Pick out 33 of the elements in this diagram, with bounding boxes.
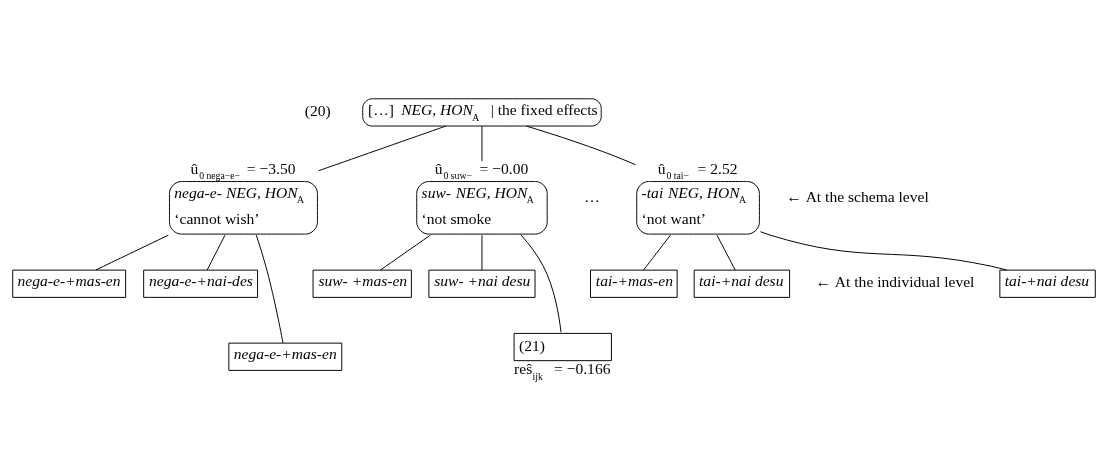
- connector: [716, 234, 736, 270]
- node-box: suw- NEG, HON$_{A}$ ‘not smoke: [416, 180, 548, 235]
- node-box: -tai NEG, HON$_{A}$ ‘not want’: [636, 180, 760, 235]
- label: ← At the individual level: [815, 272, 975, 290]
- connector: [206, 234, 226, 270]
- connector: [525, 125, 637, 165]
- connector: [643, 234, 671, 270]
- connector: [95, 234, 169, 270]
- node-box: suw- +nai desu: [428, 269, 536, 298]
- connector: [481, 234, 483, 270]
- connector: [520, 234, 562, 333]
- connector: [481, 125, 483, 162]
- node-label: û$_{0 tai−}$ = 2.52: [657, 159, 738, 181]
- node-box: […] NEG, HON$_{A}$ | the fixed effects: [362, 97, 602, 127]
- node-box: tai-+nai desu: [693, 269, 791, 298]
- node-box: (21): [513, 332, 612, 361]
- label: (20): [304, 101, 331, 119]
- node-label: reŝ$_{ijk}$ = −0.166: [514, 359, 611, 382]
- node-label: û$_{0 suw−}$ = −0.00: [434, 159, 529, 181]
- node-box: nega-e-+nai-des: [143, 269, 259, 298]
- node-box: suw- +mas-en: [312, 269, 412, 298]
- node-label: û$_{0 nega−e−}$ = −3.50: [190, 159, 296, 181]
- node-box: tai-+nai desu: [999, 269, 1096, 298]
- label: …: [584, 187, 600, 205]
- node-box: tai-+mas-en: [590, 269, 678, 298]
- node-box: nega-e- NEG, HON$_{A}$ ‘cannot wish’: [168, 180, 318, 235]
- connector: [318, 125, 447, 171]
- connector: [759, 230, 1008, 271]
- connector: [255, 234, 284, 343]
- node-box: nega-e-+mas-en: [228, 342, 343, 371]
- label: ← At the schema level: [786, 187, 929, 205]
- connector: [380, 234, 431, 270]
- node-box: nega-e-+mas-en: [12, 269, 127, 298]
